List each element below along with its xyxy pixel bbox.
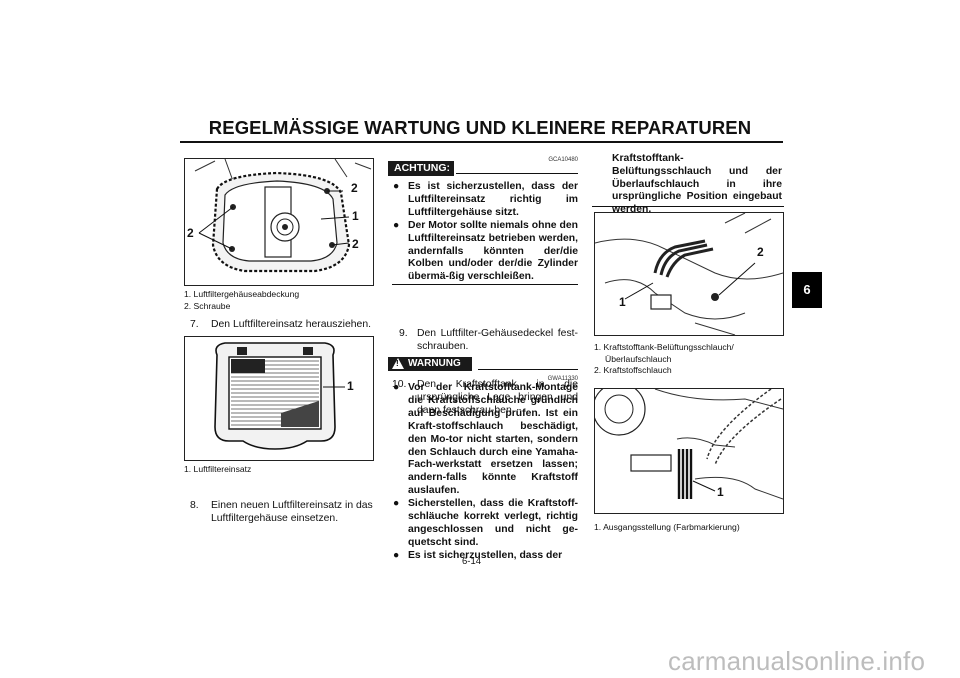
warnung-code: GWA11330: [547, 376, 578, 382]
warning-triangle-icon: !: [392, 358, 404, 369]
caption-line: 2. Kraftstoffschlauch: [594, 365, 672, 375]
step-text: Einen neuen Luftfiltereinsatz in das Luf…: [211, 499, 373, 524]
achtung-code: GCA10480: [548, 157, 578, 163]
caption-line: 1. Luftfiltergehäuseabdeckung: [184, 289, 300, 299]
fuel-hose-figure: 2 1: [594, 212, 784, 336]
callout-1: 1: [347, 379, 354, 393]
callout-1: 1: [619, 295, 626, 309]
air-filter-element-figure: 1: [184, 336, 374, 461]
fig1-captions: 1. Luftfiltergehäuseabdeckung 2. Schraub…: [184, 289, 374, 312]
watermark[interactable]: carmanualsonline.info: [668, 646, 926, 676]
step-text: Den Luftfiltereinsatz herausziehen.: [211, 319, 371, 330]
fig2-caption: 1. Luftfiltereinsatz: [184, 464, 252, 474]
step-number: 8.: [190, 499, 199, 511]
warnung-item: ●Sicherstellen, dass die Kraftstoff-schl…: [393, 498, 578, 548]
bullet-icon: ●: [393, 382, 400, 393]
achtung-label: ACHTUNG:: [388, 161, 454, 176]
warnung-label: ! WARNUNG: [388, 357, 472, 371]
callout-2: 2: [757, 245, 764, 259]
bullet-icon: ●: [393, 181, 400, 192]
page-number: 6-14: [462, 556, 482, 567]
warnung-list: ●Vor der Kraftstofftank-Montage die Kraf…: [392, 382, 578, 563]
continued-warning-text: Kraftstofftank-Belüftungsschlauch und de…: [612, 153, 782, 216]
achtung-list: ●Es ist sicherzustellen, dass der Luftfi…: [392, 181, 578, 284]
air-filter-element-illustration: [214, 342, 345, 450]
warnung-rule: [478, 369, 578, 370]
callout-2: 2: [187, 226, 194, 240]
achtung-item: ●Der Motor sollte niemals ohne den Luftf…: [393, 219, 578, 283]
bullet-icon: ●: [393, 219, 400, 231]
fig4-caption: 1. Ausgangsstellung (Farbmarkierung): [594, 522, 740, 532]
warnung-end-rule: [592, 206, 784, 207]
caption-line: 2. Schraube: [184, 300, 231, 311]
achtung-item: ●Es ist sicherzustellen, dass der Luftfi…: [393, 181, 578, 218]
step-number: 7.: [190, 319, 199, 330]
warnung-item: ●Es ist sicherzustellen, dass der: [393, 549, 563, 561]
air-filter-cover-illustration: [185, 158, 373, 285]
bullet-icon: ●: [393, 549, 400, 561]
section-tab[interactable]: 6: [792, 272, 822, 308]
hose-position-illustration: [592, 382, 784, 500]
header-rule: [180, 141, 783, 143]
step-9: 9. Den Luftfilter-Gehäusedeckel fest-sch…: [392, 328, 578, 354]
achtung-rule: [456, 173, 578, 174]
step-text: Den Luftfilter-Gehäusedeckel fest-schrau…: [417, 328, 578, 353]
step-number: 10.: [392, 378, 407, 390]
warnung-item: ●Vor der Kraftstofftank-Montage die Kraf…: [393, 382, 578, 497]
air-filter-cover-figure: 2 1 2 2: [184, 158, 374, 286]
fuel-hose-illustration: [594, 212, 784, 336]
step-7: 7. Den Luftfiltereinsatz herausziehen.: [190, 319, 395, 332]
step-10: 10. Den Kraftstofftank in die ursprüngli…: [392, 379, 578, 417]
hose-position-figure: 1: [592, 382, 784, 514]
step-number: 9.: [399, 328, 408, 340]
achtung-end-rule: [392, 284, 578, 285]
fig3-captions: 1. Kraftstofftank-Belüftungsschlauch/ Üb…: [594, 342, 784, 377]
bullet-icon: ●: [393, 498, 400, 510]
callout-2: 2: [351, 181, 358, 195]
callout-2: 2: [352, 237, 359, 251]
step-text: Den Kraftstofftank in die ursprüngliche …: [417, 378, 578, 416]
page-title: REGELMÄSSIGE WARTUNG UND KLEINERE REPARA…: [208, 117, 752, 138]
caption-line: 1. Kraftstofftank-Belüftungsschlauch/ Üb…: [594, 342, 734, 364]
callout-1: 1: [352, 209, 359, 223]
callout-1: 1: [717, 485, 724, 499]
step-8: 8. Einen neuen Luftfiltereinsatz in das …: [190, 500, 395, 526]
